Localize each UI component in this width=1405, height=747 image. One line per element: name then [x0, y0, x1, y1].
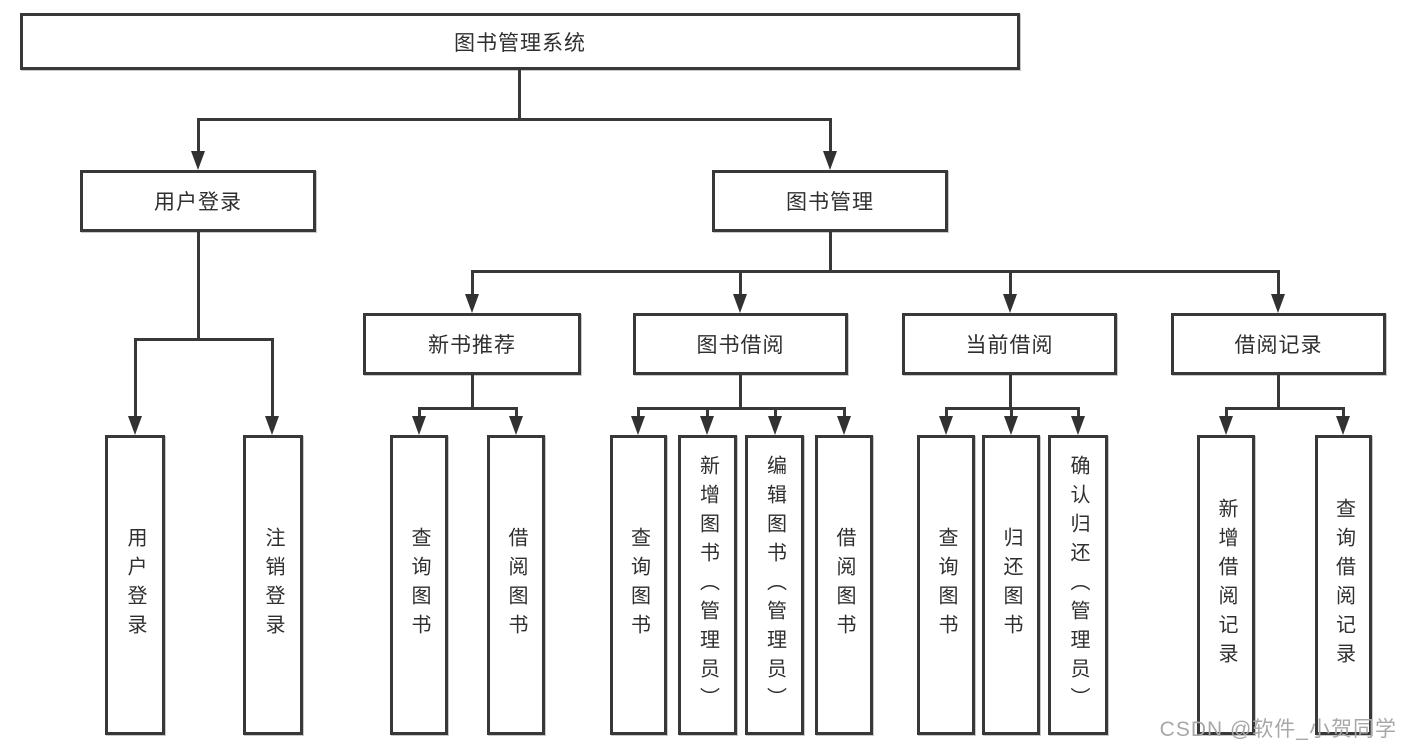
connector-line: [637, 407, 846, 410]
connector-line: [197, 232, 200, 338]
connector-line: [739, 375, 742, 407]
node-user-login-branch: 用户登录: [80, 170, 316, 232]
arrowhead-icon: [823, 151, 837, 170]
arrowhead-icon: [1271, 294, 1285, 313]
node-root-label: 图书管理系统: [454, 31, 586, 55]
arrowhead-icon: [1003, 294, 1017, 313]
connector-line: [739, 270, 742, 294]
arrowhead-icon: [939, 416, 953, 435]
node-book-borrowing-label: 图书借阅: [696, 334, 785, 357]
node-user-login-branch-label: 用户登录: [154, 191, 242, 214]
arrowhead-icon: [128, 416, 142, 435]
connector-line: [197, 118, 200, 154]
arrowhead-icon: [1071, 416, 1085, 435]
node-leaf-query-books-2: 查询图书: [610, 435, 667, 735]
arrowhead-icon: [509, 416, 523, 435]
node-leaf-add-books-admin-label: 新增图书（管理员）: [696, 454, 719, 716]
node-book-management-branch: 图书管理: [712, 170, 948, 232]
node-current-borrowing: 当前借阅: [902, 313, 1117, 375]
connector-line: [515, 407, 518, 416]
node-leaf-logout-label: 注销登录: [262, 527, 284, 643]
node-leaf-query-books-1-label: 查询图书: [408, 527, 430, 643]
connector-line: [843, 407, 846, 416]
connector-line: [1277, 270, 1280, 294]
node-leaf-add-books-admin: 新增图书（管理员）: [678, 435, 737, 735]
connector-line: [134, 338, 137, 416]
connector-line: [829, 118, 832, 154]
arrowhead-icon: [1004, 416, 1018, 435]
connector-line: [518, 70, 521, 118]
connector-line: [1342, 407, 1345, 416]
connector-line: [1009, 270, 1012, 294]
connector-line: [1277, 375, 1280, 407]
connector-line: [1010, 407, 1013, 416]
arrowhead-icon: [1336, 416, 1350, 435]
connector-line: [774, 407, 777, 416]
arrowhead-icon: [1219, 416, 1233, 435]
connector-line: [1225, 407, 1228, 416]
node-leaf-add-borrow-record: 新增借阅记录: [1197, 435, 1255, 735]
node-new-book-recommend: 新书推荐: [363, 313, 581, 375]
connector-line: [471, 270, 1280, 273]
node-borrowing-records-label: 借阅记录: [1234, 334, 1323, 357]
node-leaf-borrow-books-1-label: 借阅图书: [505, 527, 527, 643]
node-leaf-user-login: 用户登录: [105, 435, 165, 735]
node-leaf-confirm-return-admin: 确认归还（管理员）: [1048, 435, 1108, 735]
node-leaf-query-borrow-record: 查询借阅记录: [1315, 435, 1372, 735]
node-leaf-borrow-books-1: 借阅图书: [487, 435, 545, 735]
node-leaf-return-books-label: 归还图书: [1000, 527, 1022, 643]
node-leaf-query-books-2-label: 查询图书: [627, 527, 650, 643]
connector-line: [1077, 407, 1080, 416]
connector-line: [418, 407, 518, 410]
node-leaf-user-login-label: 用户登录: [124, 527, 146, 643]
connector-line: [271, 338, 274, 416]
connector-line: [134, 338, 274, 341]
node-root: 图书管理系统: [20, 13, 1020, 70]
node-leaf-add-borrow-record-label: 新增借阅记录: [1215, 498, 1237, 672]
node-book-management-branch-label: 图书管理: [786, 191, 874, 214]
node-current-borrowing-label: 当前借阅: [965, 334, 1054, 357]
connector-line: [945, 407, 948, 416]
node-leaf-query-books-3-label: 查询图书: [935, 527, 957, 643]
arrowhead-icon: [265, 416, 279, 435]
node-leaf-query-books-3: 查询图书: [917, 435, 975, 735]
arrowhead-icon: [465, 294, 479, 313]
connector-line: [1225, 407, 1345, 410]
node-leaf-query-borrow-record-label: 查询借阅记录: [1332, 498, 1355, 672]
node-leaf-edit-books-admin: 编辑图书（管理员）: [745, 435, 804, 735]
connector-line: [637, 407, 640, 416]
csdn-watermark: CSDN @软件_小贺同学: [1159, 718, 1397, 741]
node-leaf-return-books: 归还图书: [982, 435, 1040, 735]
connector-line: [197, 118, 832, 121]
arrowhead-icon: [837, 416, 851, 435]
node-leaf-query-books-1: 查询图书: [390, 435, 448, 735]
node-leaf-logout: 注销登录: [243, 435, 303, 735]
arrowhead-icon: [733, 294, 747, 313]
node-leaf-confirm-return-admin-label: 确认归还（管理员）: [1067, 454, 1089, 716]
connector-line: [829, 232, 832, 270]
arrowhead-icon: [700, 416, 714, 435]
node-leaf-borrow-books-2-label: 借阅图书: [833, 527, 855, 643]
connector-line: [471, 375, 474, 407]
node-borrowing-records: 借阅记录: [1171, 313, 1386, 375]
connector-line: [706, 407, 709, 416]
arrowhead-icon: [412, 416, 426, 435]
arrowhead-icon: [768, 416, 782, 435]
connector-line: [471, 270, 474, 294]
arrowhead-icon: [191, 151, 205, 170]
node-leaf-edit-books-admin-label: 编辑图书（管理员）: [763, 454, 786, 716]
node-new-book-recommend-label: 新书推荐: [428, 334, 516, 357]
node-leaf-borrow-books-2: 借阅图书: [815, 435, 873, 735]
connector-line: [418, 407, 421, 416]
node-book-borrowing: 图书借阅: [633, 313, 848, 375]
arrowhead-icon: [631, 416, 645, 435]
connector-line: [1009, 375, 1012, 407]
